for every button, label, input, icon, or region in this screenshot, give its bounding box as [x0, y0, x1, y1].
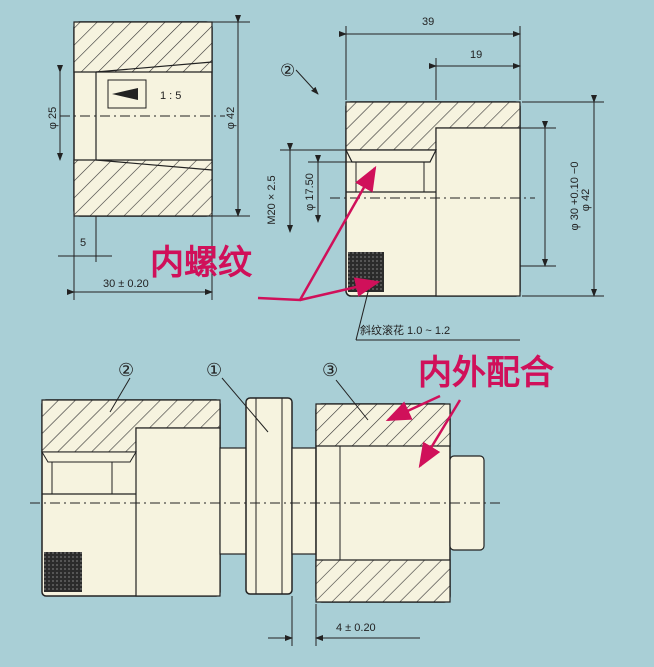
assembly-nut-2: [41, 399, 221, 597]
dim-19-label: 19: [470, 49, 482, 61]
callout-2-top: ②: [280, 61, 295, 80]
dim-39-label: 39: [422, 16, 434, 28]
fit-annotation-arrows: [385, 394, 462, 469]
top-right-dimensions: [280, 26, 604, 341]
dia-1750-label: φ 17.50: [304, 173, 316, 211]
callout-1-assembly: ①: [206, 360, 222, 380]
dia-30-tol-label: φ 30 +0.10 −0: [569, 162, 581, 231]
fit-annotation: 内外配合: [418, 353, 554, 393]
callout-2-assembly: ②: [118, 360, 134, 380]
dia-25-label: φ 25: [47, 107, 59, 129]
callout-3-assembly: ③: [322, 360, 338, 380]
tapered-collar-section: [60, 21, 225, 217]
assembly-shaft-1: [219, 397, 317, 595]
taper-label: 1 : 5: [160, 90, 181, 102]
dia-42-label: φ 42: [225, 107, 237, 129]
assembly-dimensions: [109, 377, 420, 646]
thread-label: M20 × 2.5: [266, 175, 278, 224]
top-left-dimensions: [57, 15, 250, 300]
dim-5-label: 5: [80, 237, 86, 249]
dim-30-label: 30 ± 0.20: [103, 278, 149, 290]
thread-annotation-arrows: [257, 165, 381, 302]
knurl-note: 斜纹滚花 1.0 ~ 1.2: [360, 323, 450, 337]
assembly-collar-3: [315, 403, 485, 603]
threaded-nut-section: [330, 101, 535, 297]
dia-42-right-label: φ 42: [580, 189, 592, 211]
internal-thread-annotation: 内螺纹: [150, 243, 253, 283]
dim-4-label: 4 ± 0.20: [336, 622, 376, 634]
